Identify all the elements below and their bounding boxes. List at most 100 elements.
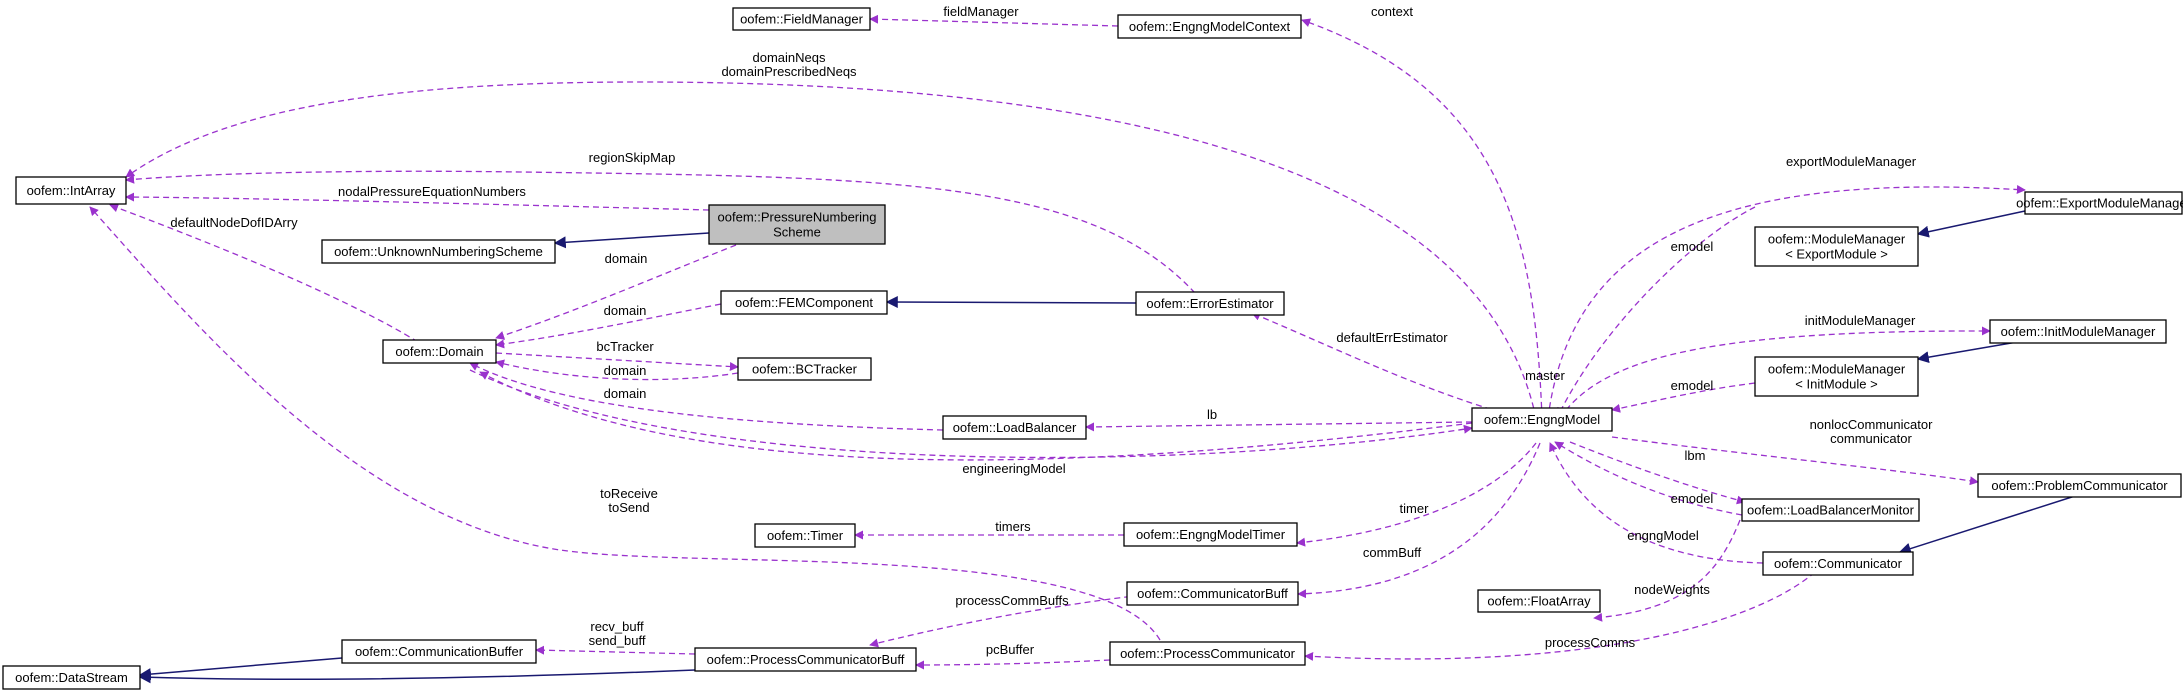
node-label: Scheme xyxy=(773,225,821,240)
node-box xyxy=(1471,407,1613,432)
node-exportmodulemanager[interactable]: oofem::ExportModuleManager xyxy=(2016,191,2183,215)
node-label: oofem::ProcessCommunicator xyxy=(1120,646,1296,661)
edge-nodeweights xyxy=(1593,519,1741,622)
node-label: oofem::Timer xyxy=(767,528,844,543)
edge-regionskipmap xyxy=(125,170,1196,294)
node-loadbalancer[interactable]: oofem::LoadBalancer xyxy=(942,415,1087,440)
node-box xyxy=(2,665,141,690)
edge-label-domain2: domain xyxy=(604,303,647,318)
node-box xyxy=(1126,581,1299,606)
edge-initmodulemanager xyxy=(1559,326,1991,419)
node-unknownnumbering[interactable]: oofem::UnknownNumberingScheme xyxy=(321,239,556,264)
edge-label-domainNeqs: domainPrescribedNeqs xyxy=(721,64,857,79)
edge-label-emodel3: emodel xyxy=(1671,491,1714,506)
edge-domainneqs xyxy=(125,81,1537,419)
edge-label-toReceive: toReceive xyxy=(600,486,658,501)
node-engngmodeltimer[interactable]: oofem::EngngModelTimer xyxy=(1123,522,1298,547)
node-label: oofem::EngngModelTimer xyxy=(1136,527,1286,542)
node-box xyxy=(942,415,1087,440)
node-box xyxy=(754,523,856,548)
edge-label-timer: timer xyxy=(1400,501,1430,516)
edge-label-master: master xyxy=(1525,368,1565,383)
edge-recvbuff xyxy=(535,645,696,655)
node-box xyxy=(1754,356,1919,397)
node-initmodulemanager[interactable]: oofem::InitModuleManager xyxy=(1989,319,2167,344)
node-modulemanagerexport[interactable]: oofem::ModuleManager< ExportModule > xyxy=(1754,226,1919,267)
inherit-pcbuff-datastream xyxy=(138,669,696,684)
node-box xyxy=(694,647,917,672)
node-floatarray[interactable]: oofem::FloatArray xyxy=(1477,589,1601,613)
node-processcommunicatorbuff[interactable]: oofem::ProcessCommunicatorBuff xyxy=(694,647,917,672)
edge-domain-pressure xyxy=(495,244,737,340)
edge-label-exportModuleManager: exportModuleManager xyxy=(1786,154,1917,169)
node-communicatorbuff[interactable]: oofem::CommunicatorBuff xyxy=(1126,581,1299,606)
edge-domain-loadbalancer xyxy=(469,362,944,431)
edge-emodel2 xyxy=(1611,382,1756,413)
node-femcomponent[interactable]: oofem::FEMComponent xyxy=(720,290,888,315)
node-label: oofem::LoadBalancer xyxy=(953,420,1077,435)
node-intarray[interactable]: oofem::IntArray xyxy=(15,176,127,205)
inherit-init-module xyxy=(1916,340,2024,364)
edge-label-nodalPressure: nodalPressureEquationNumbers xyxy=(338,184,526,199)
node-datastream[interactable]: oofem::DataStream xyxy=(2,665,141,690)
edge-label-toReceive: toSend xyxy=(608,500,649,515)
edge-label-commBuff: commBuff xyxy=(1363,545,1422,560)
node-domain[interactable]: oofem::Domain xyxy=(382,339,497,364)
edge-label-pcBuffer: pcBuffer xyxy=(986,642,1035,657)
edge-nonloccomm xyxy=(1611,436,1979,486)
node-box xyxy=(341,639,537,664)
edge-domain-fem xyxy=(495,303,722,349)
node-communicator[interactable]: oofem::Communicator xyxy=(1762,551,1914,576)
node-loadbalancermonitor[interactable]: oofem::LoadBalancerMonitor xyxy=(1741,498,1920,522)
node-label: oofem::PressureNumbering xyxy=(718,210,877,225)
edge-label-emodel1: emodel xyxy=(1671,239,1714,254)
edge-label-emodel2: emodel xyxy=(1671,378,1714,393)
node-box xyxy=(1754,226,1919,267)
node-box xyxy=(382,339,497,364)
node-box xyxy=(1109,641,1306,666)
node-label: oofem::Domain xyxy=(395,344,483,359)
edge-label-defaultErrEstimator: defaultErrEstimator xyxy=(1336,330,1448,345)
edge-processcommbuffs xyxy=(869,592,1161,648)
node-engngmodelcontext[interactable]: oofem::EngngModelContext xyxy=(1117,14,1302,39)
node-label: < InitModule > xyxy=(1795,377,1877,392)
node-timer[interactable]: oofem::Timer xyxy=(754,523,856,548)
inherit-problem-comm xyxy=(1898,495,2076,555)
edge-label-domain1: domain xyxy=(605,251,648,266)
node-processcommunicator[interactable]: oofem::ProcessCommunicator xyxy=(1109,641,1306,666)
node-fieldmanager[interactable]: oofem::FieldManager xyxy=(732,7,871,31)
edge-label-recvBuff: send_buff xyxy=(589,633,646,648)
edge-label-recvBuff: recv_buff xyxy=(590,619,644,634)
edge-label-nonlocComm: communicator xyxy=(1830,431,1912,446)
node-label: oofem::ProcessCommunicatorBuff xyxy=(707,652,905,667)
edge-exportmodulemanager xyxy=(1547,185,2026,419)
node-label: oofem::FEMComponent xyxy=(735,295,873,310)
edge-label-timers: timers xyxy=(995,519,1031,534)
node-label: oofem::CommunicationBuffer xyxy=(355,644,524,659)
node-box xyxy=(1135,291,1285,316)
node-problemcommunicator[interactable]: oofem::ProblemCommunicator xyxy=(1977,473,2182,498)
edge-bctracker xyxy=(495,352,739,372)
edges-layer xyxy=(89,14,2076,684)
edge-label-engngModel: engngModel xyxy=(1627,528,1699,543)
edge-label-bcTracker: bcTracker xyxy=(596,339,654,354)
node-bctracker[interactable]: oofem::BCTracker xyxy=(737,357,872,381)
node-box xyxy=(732,7,871,31)
node-modulemanagerinit[interactable]: oofem::ModuleManager< InitModule > xyxy=(1754,356,1919,397)
node-box xyxy=(2024,191,2183,215)
edge-emodel1 xyxy=(1557,206,1756,417)
node-box xyxy=(1741,498,1920,522)
node-label: oofem::CommunicatorBuff xyxy=(1137,586,1288,601)
node-label: oofem::IntArray xyxy=(27,183,116,198)
edge-label-context: context xyxy=(1371,4,1413,19)
node-errorestimator[interactable]: oofem::ErrorEstimator xyxy=(1135,291,1285,316)
inherit-export-module xyxy=(1916,210,2026,238)
node-engngmodel[interactable]: oofem::EngngModel xyxy=(1471,407,1613,432)
node-label: oofem::ModuleManager xyxy=(1768,232,1906,247)
edge-label-domain4: domain xyxy=(604,386,647,401)
node-communicationbuffer[interactable]: oofem::CommunicationBuffer xyxy=(341,639,537,664)
